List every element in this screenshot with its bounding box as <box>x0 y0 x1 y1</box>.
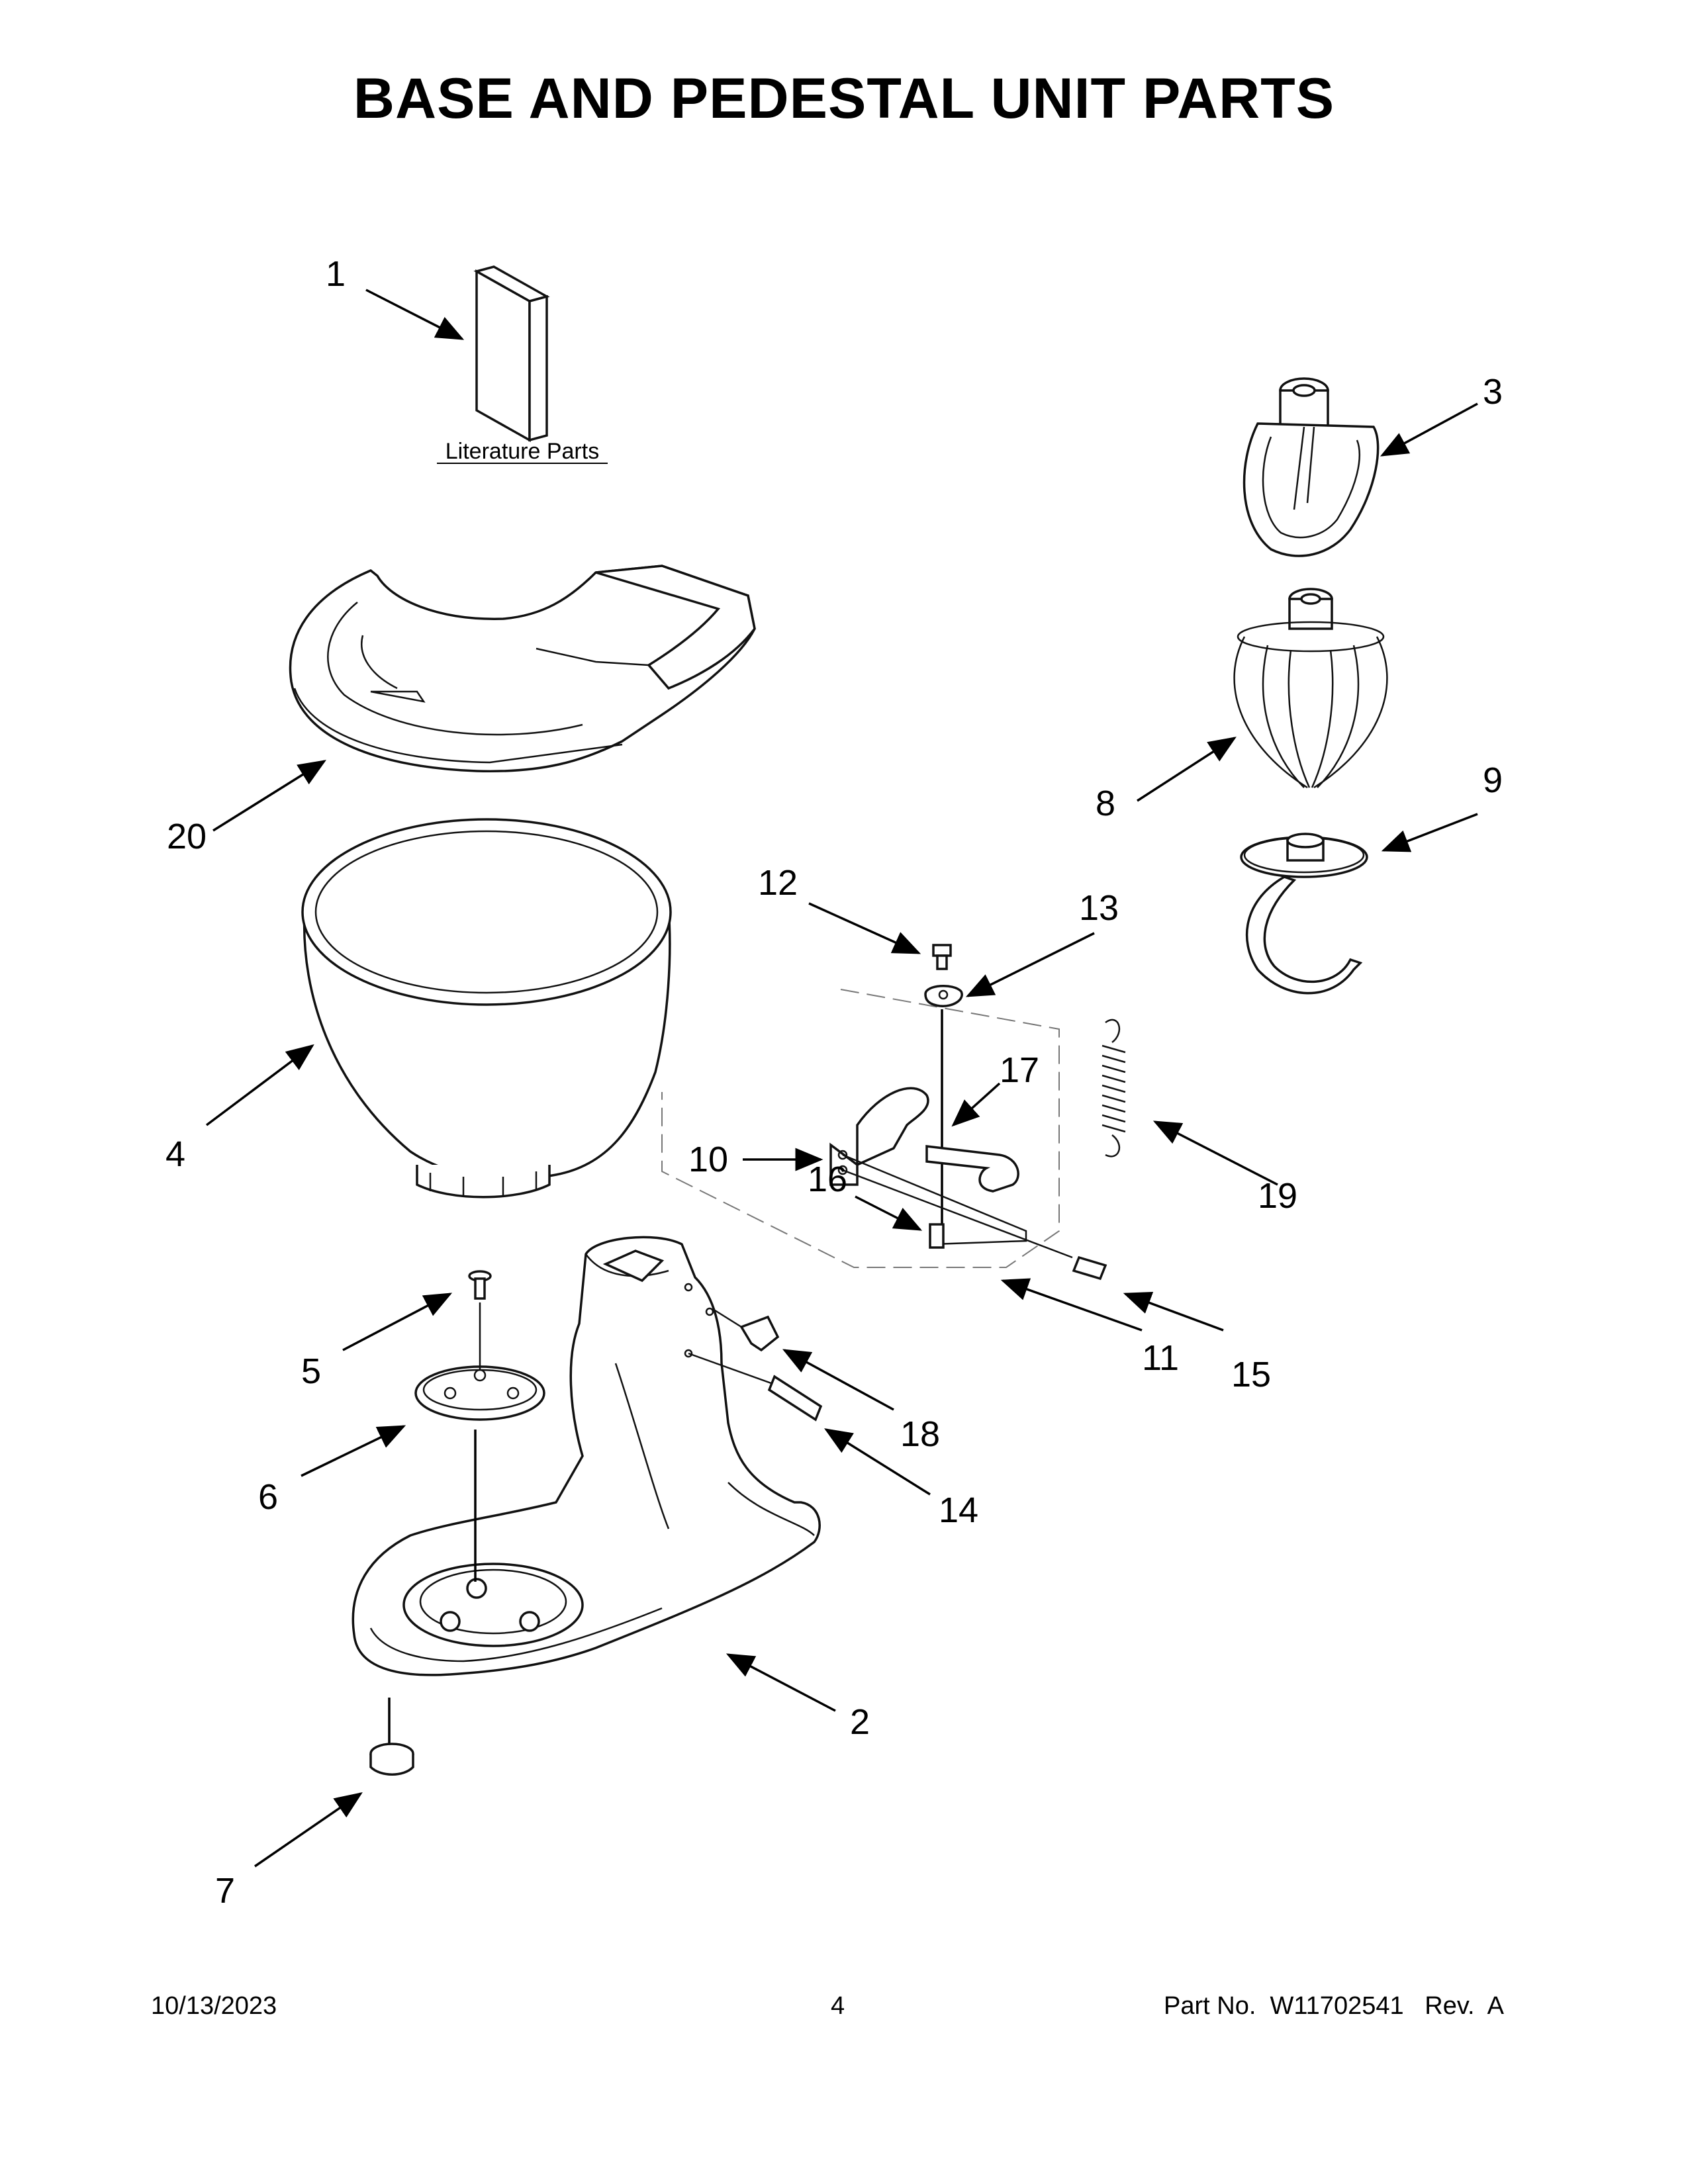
callout-7: 7 <box>215 1871 235 1911</box>
callout-12: 12 <box>758 863 798 903</box>
callout-14: 14 <box>939 1490 978 1530</box>
mixing-bowl-illustration <box>301 818 672 1199</box>
footer-page-number: 4 <box>831 1992 845 2020</box>
callout-15: 15 <box>1231 1355 1271 1394</box>
callout-8: 8 <box>1096 784 1115 823</box>
footer-part-number: Part No. W11702541 Rev. A <box>1164 1992 1504 2020</box>
callout-16: 16 <box>808 1160 847 1199</box>
callout-2: 2 <box>850 1702 870 1742</box>
callout-3: 3 <box>1483 372 1503 412</box>
callout-18: 18 <box>900 1414 940 1454</box>
footer-date: 10/13/2023 <box>151 1992 277 2020</box>
spring-illustration <box>1102 1019 1126 1158</box>
callout-4: 4 <box>165 1134 185 1174</box>
clip-and-pin-illustration <box>688 1309 823 1422</box>
literature-booklet-illustration <box>437 265 608 464</box>
callout-13: 13 <box>1079 888 1119 928</box>
callout-20: 20 <box>167 817 207 856</box>
callout-5: 5 <box>301 1351 321 1391</box>
screw-and-plate-illustration <box>414 1270 545 1582</box>
foot-illustration <box>369 1698 414 1776</box>
callout-6: 6 <box>258 1477 278 1517</box>
callout-9: 9 <box>1483 760 1503 800</box>
callout-10: 10 <box>688 1140 728 1179</box>
wire-whip-illustration <box>1233 588 1388 789</box>
dough-hook-illustration <box>1240 833 1368 995</box>
callout-1: 1 <box>326 254 346 294</box>
flat-beater-illustration <box>1243 377 1380 557</box>
pouring-shield-illustration <box>289 565 756 773</box>
leader-arrows <box>205 289 1478 1868</box>
hinge-assembly-illustration <box>661 944 1107 1281</box>
pedestal-base-illustration <box>352 1236 821 1676</box>
callout-11: 11 <box>1142 1338 1179 1378</box>
callout-19: 19 <box>1258 1176 1297 1216</box>
literature-parts-caption: Literature Parts <box>445 439 599 464</box>
callout-17: 17 <box>1000 1050 1039 1090</box>
page-title: BASE AND PEDESTAL UNIT PARTS <box>353 67 1335 130</box>
